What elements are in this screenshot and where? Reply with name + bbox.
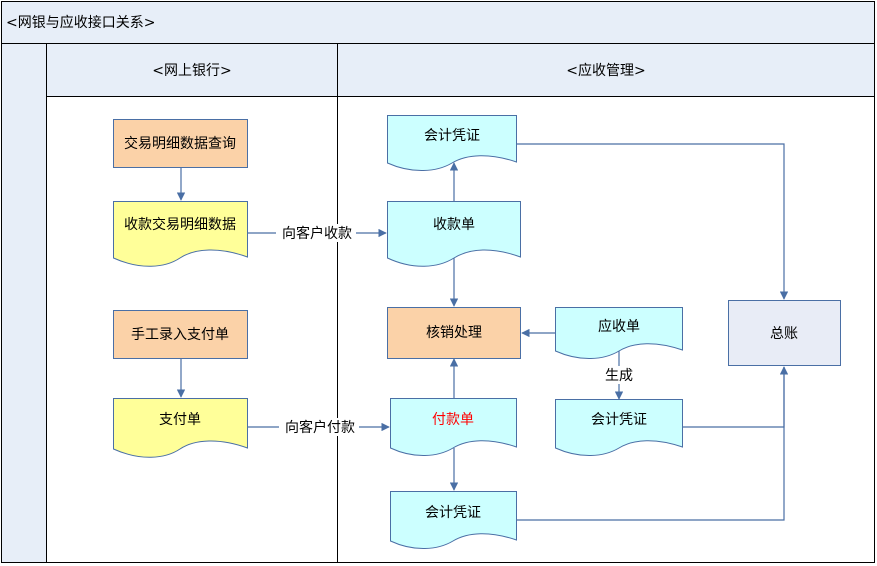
lane-header-right [337, 43, 875, 97]
edge-label-pay: 向客户付款 [285, 419, 355, 436]
edge-label-bg [279, 418, 359, 436]
node-txn-data [113, 201, 248, 267]
node-voucher-bottom [390, 491, 517, 549]
diagram-title: <网银与应收接口关系> [6, 14, 155, 31]
node-ledger-label: 总账 [770, 326, 798, 342]
node-payment [390, 398, 517, 456]
node-payment-label: 付款单 [432, 412, 474, 428]
node-pay-doc [113, 398, 248, 458]
edge-voucher-bottom-to-ledger [516, 366, 789, 521]
node-voucher-mid-label: 会计凭证 [591, 412, 647, 428]
lane-title-receivables: <应收管理> [566, 62, 645, 79]
node-receipt-label: 收款单 [433, 217, 475, 233]
lane-title-online-bank: <网上银行> [152, 63, 231, 79]
edge-label-generate: 生成 [605, 368, 633, 384]
node-writeoff-label: 核销处理 [426, 325, 482, 341]
node-query-label: 交易明细数据查询 [124, 135, 236, 152]
node-pay-doc-label: 支付单 [159, 412, 201, 428]
edge-label-collect: 向客户收款 [282, 225, 352, 242]
node-voucher-top-label: 会计凭证 [424, 128, 480, 144]
node-voucher-top [387, 115, 517, 171]
edge-label-bg [602, 366, 636, 384]
node-receivable [555, 307, 683, 359]
node-ledger [728, 300, 841, 366]
left-gutter [1, 43, 47, 563]
lane-header-left [46, 43, 338, 97]
edge-label-bg [276, 224, 356, 242]
node-writeoff [387, 307, 521, 359]
node-voucher-mid [555, 399, 683, 456]
edge-voucher-top-to-ledger [516, 143, 789, 300]
title-bar [1, 1, 875, 44]
node-manual-entry [113, 310, 248, 359]
node-voucher-bottom-label: 会计凭证 [425, 505, 481, 521]
node-manual-entry-label: 手工录入支付单 [131, 327, 229, 343]
node-txn-data-label: 收款交易明细数据 [124, 216, 236, 233]
node-receipt [387, 201, 521, 267]
node-query [113, 119, 248, 168]
node-receivable-label: 应收单 [598, 318, 640, 335]
